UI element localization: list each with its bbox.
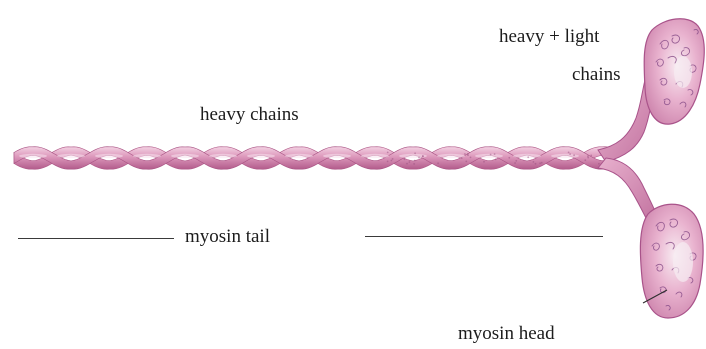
strand-texture-dot (413, 163, 415, 165)
twist-highlight (437, 154, 465, 158)
strand-texture-dot (533, 161, 535, 163)
myosin-head-label: myosin head (458, 323, 555, 345)
twist-highlight (209, 154, 237, 158)
strand-texture-dot (541, 162, 543, 164)
strand-texture-dot (494, 153, 496, 155)
twist-highlight (285, 154, 313, 158)
twist-highlight (133, 154, 161, 158)
strand-texture-dot (387, 161, 389, 163)
myosin-tail-rule-right (365, 236, 603, 237)
myosin-head-upper (644, 19, 704, 124)
strand-texture-dot (515, 160, 517, 162)
twist-highlight (171, 154, 199, 158)
strand-texture-dot (470, 157, 472, 159)
twist-highlight (57, 154, 85, 158)
strand-texture-dot (465, 161, 467, 163)
strand-texture-dot (467, 154, 469, 156)
strand-texture-dot (539, 162, 541, 164)
myosin-tail-label: myosin tail (185, 226, 270, 248)
strand-texture-dot (422, 155, 424, 157)
strand-texture-dot (414, 152, 416, 154)
myosin-tail-filament (14, 147, 611, 170)
twist-highlight (551, 154, 579, 158)
heavy-light-chains-label-line1: heavy + light (499, 26, 599, 48)
strand-texture-dot (590, 155, 592, 157)
strand-texture-dot (437, 162, 439, 164)
twist-highlight (361, 154, 389, 158)
strand-texture-dot (464, 153, 466, 155)
strand-texture-dot (569, 153, 571, 155)
strand-texture-dot (587, 155, 589, 157)
strand-texture-dot (514, 162, 516, 164)
strand-texture-dot (527, 156, 529, 158)
strand-texture-dot (535, 163, 537, 165)
myosin-tail-rule-left (18, 238, 174, 239)
strand-texture-dot (495, 159, 497, 161)
heavy-light-chains-label-line2: chains (572, 64, 621, 86)
twist-highlight (247, 154, 275, 158)
strand-texture-dot (387, 152, 389, 154)
strand-texture-dot (414, 160, 416, 162)
twist-highlight (19, 154, 47, 158)
myosin-head-lower (640, 204, 703, 318)
heavy-chains-label: heavy chains (200, 104, 299, 126)
twist-highlight (475, 154, 503, 158)
strand-texture-dot (404, 158, 406, 160)
strand-texture-dot (461, 157, 463, 159)
strand-texture-dot (391, 160, 393, 162)
strand-texture-dot (418, 157, 420, 159)
strand-texture-dot (483, 161, 485, 163)
strand-texture-dot (568, 152, 570, 154)
twist-highlight (323, 154, 351, 158)
strand-texture-dot (584, 159, 586, 161)
strand-texture-dot (406, 163, 408, 165)
strand-texture-dot (587, 157, 589, 159)
twist-highlight (95, 154, 123, 158)
strand-texture-dot (573, 154, 575, 156)
strand-texture-dot (598, 163, 600, 165)
strand-texture-dot (409, 161, 411, 163)
strand-texture-dot (392, 158, 394, 160)
twist-highlight (513, 154, 541, 158)
strand-texture-dot (508, 157, 510, 159)
strand-texture-dot (490, 154, 492, 156)
